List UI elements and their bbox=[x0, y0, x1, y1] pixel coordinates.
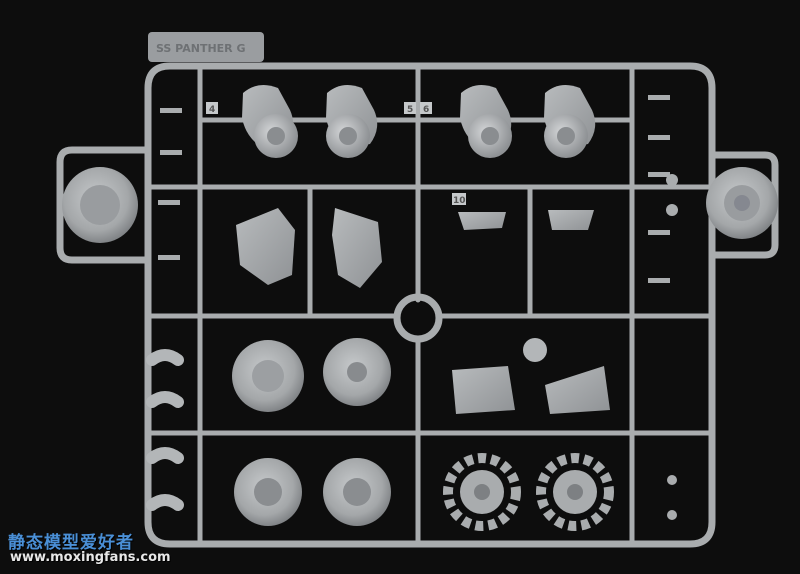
part-number-10: 10 bbox=[453, 196, 466, 206]
road-wheels bbox=[232, 338, 391, 412]
part-number-6: 6 bbox=[423, 105, 429, 115]
watermark-chinese: 静态模型爱好者 bbox=[8, 533, 134, 553]
watermark-url: www.moxingfans.com bbox=[10, 550, 171, 565]
part-number-4: 4 bbox=[209, 105, 215, 115]
bogie-brackets bbox=[236, 208, 594, 288]
swing-arms bbox=[242, 84, 596, 158]
part-number-tabs: 4 5 6 10 bbox=[206, 102, 466, 206]
sprocket-wheels bbox=[234, 453, 614, 531]
hull-fittings bbox=[452, 338, 610, 414]
center-ring bbox=[393, 293, 443, 343]
part-number-5: 5 bbox=[407, 105, 413, 115]
side-wheels bbox=[62, 167, 778, 243]
sprue-tag: SS PANTHER G bbox=[148, 32, 264, 62]
small-parts bbox=[158, 95, 678, 520]
curved-pipes bbox=[146, 349, 184, 511]
sprue-label-text: SS PANTHER G bbox=[156, 42, 246, 55]
